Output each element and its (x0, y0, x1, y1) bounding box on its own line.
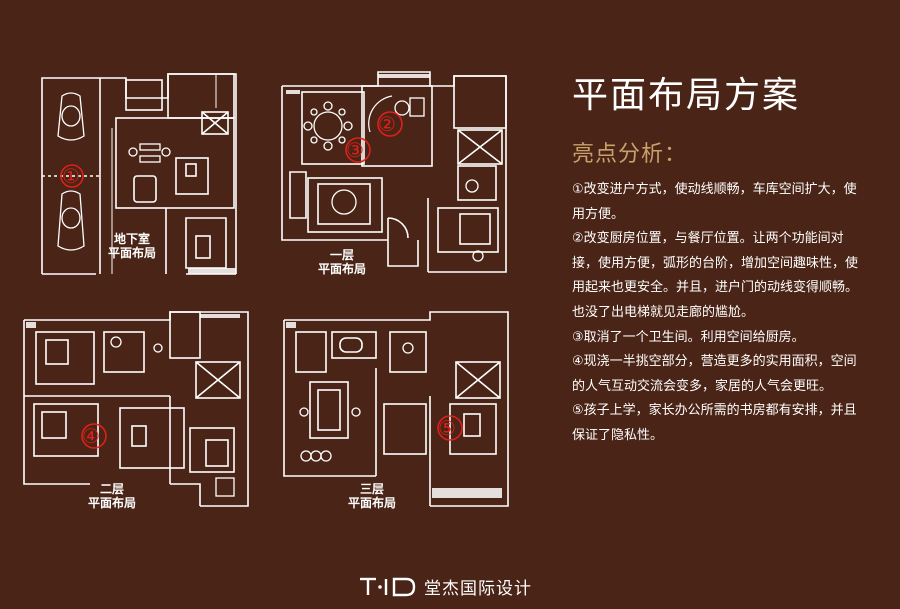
brand-logo: 堂杰国际设计 (358, 574, 532, 599)
floor2-marker: ④ (82, 424, 100, 448)
basement-label: 地下室 平面布局 (108, 232, 156, 260)
floor2-label-line1: 二层 (100, 482, 125, 496)
floor3-label: 三层 平面布局 (348, 482, 396, 510)
highlights-heading: 亮点分析： (572, 142, 688, 167)
basement-label-line2: 平面布局 (108, 246, 157, 260)
highlight-item: ④现浇一半挑空部分，营造更多的实用面积，空间的人气互动交流会变多，家居的人气会更… (572, 354, 857, 394)
floor1-marker-2: ② (378, 112, 396, 136)
floor3-label-line1: 三层 (360, 482, 385, 496)
floor1-plan: ② ③ 一层 平面布局 (278, 68, 510, 278)
floor2-plan: ④ 二层 平面布局 (20, 308, 252, 510)
basement-plan: ① 地下室 平面布局 (36, 68, 246, 280)
floor1-label: 一层 平面布局 (318, 248, 366, 276)
floor1-marker-3: ③ (346, 138, 364, 162)
highlights-list: ①改变进户方式，使动线顺畅，车库空间扩大，使用方便。 ②改变厨房位置，与餐厅位置… (572, 178, 862, 449)
basement-marker: ① (62, 164, 80, 188)
floor3-label-line2: 平面布局 (348, 496, 397, 510)
page-title: 平面布局方案 (572, 75, 801, 116)
floor1-label-line2: 平面布局 (318, 262, 367, 276)
highlight-item: ⑤孩子上学，家长办公所需的书房都有安排，并且保证了隐私性。 (572, 403, 857, 443)
highlight-item: ③取消了一个卫生间。利用空间给厨房。 (572, 329, 805, 345)
floor3-plan: ⑤ 三层 平面布局 (280, 308, 512, 510)
highlight-item: ②改变厨房位置，与餐厅位置。让两个功能间对接，使用方便，弧形的台阶，增加空间趣味… (572, 231, 859, 320)
brand-name: 堂杰国际设计 (424, 578, 532, 599)
basement-label-line1: 地下室 (114, 232, 151, 246)
floor1-label-line1: 一层 (330, 248, 355, 262)
brand-mark-icon (360, 577, 416, 597)
floor3-marker: ⑤ (438, 416, 456, 440)
floor2-label: 二层 平面布局 (88, 482, 136, 510)
floor2-label-line2: 平面布局 (88, 496, 137, 510)
highlight-item: ①改变进户方式，使动线顺畅，车库空间扩大，使用方便。 (572, 182, 857, 222)
